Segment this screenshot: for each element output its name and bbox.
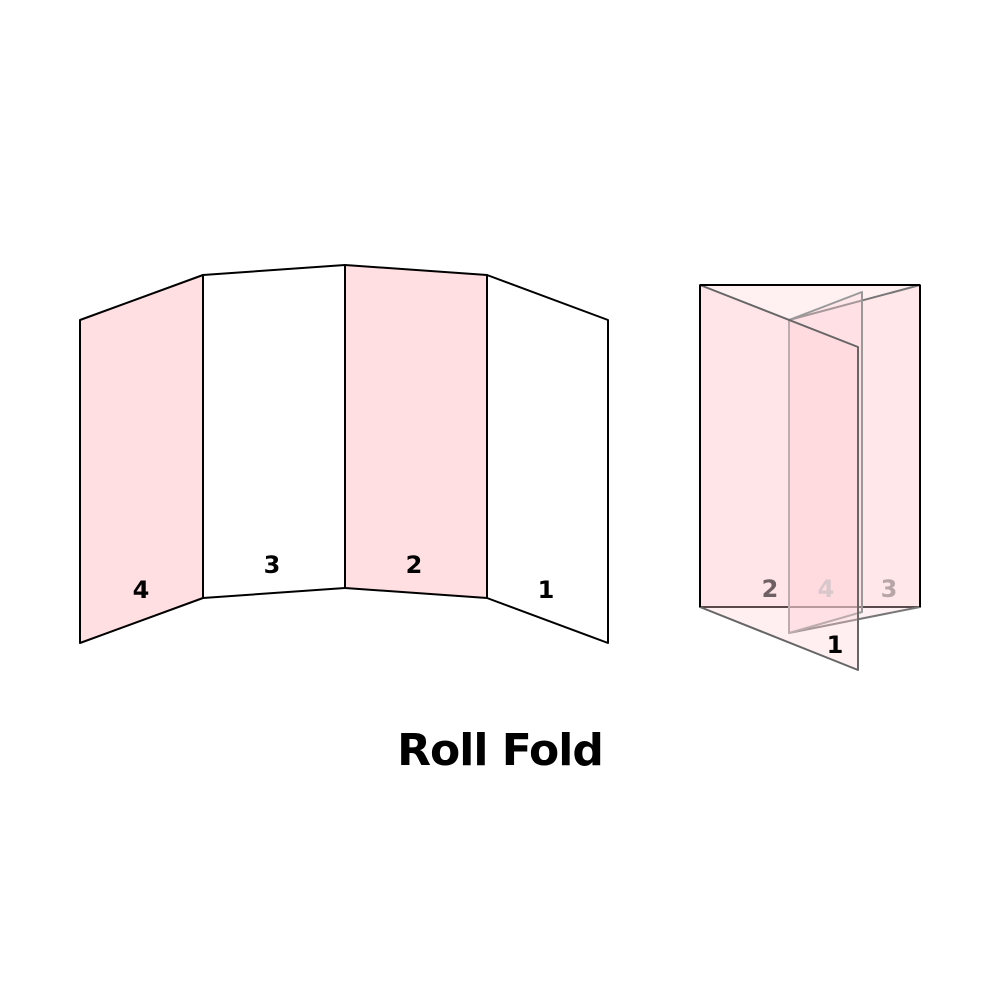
- folded-label-4: 4: [818, 575, 835, 603]
- panel-2: [344, 264, 488, 599]
- folded-label-2: 2: [762, 575, 779, 603]
- folded-label-1: 1: [827, 631, 844, 659]
- open-brochure: [79, 264, 609, 644]
- panel-1-folded: [699, 284, 859, 671]
- back-panel-2: [699, 284, 921, 608]
- panel-1-label: 1: [538, 576, 555, 604]
- panel-3-label: 3: [264, 551, 281, 579]
- panel-4-label: 4: [133, 576, 150, 604]
- panel-1: [486, 274, 609, 644]
- folded-label-3: 3: [881, 575, 898, 603]
- panel-2-label: 2: [406, 551, 423, 579]
- diagram-title: Roll Fold: [397, 725, 604, 776]
- folded-brochure: [699, 284, 921, 671]
- panel-4-folded: [788, 291, 863, 634]
- panel-3: [202, 264, 346, 599]
